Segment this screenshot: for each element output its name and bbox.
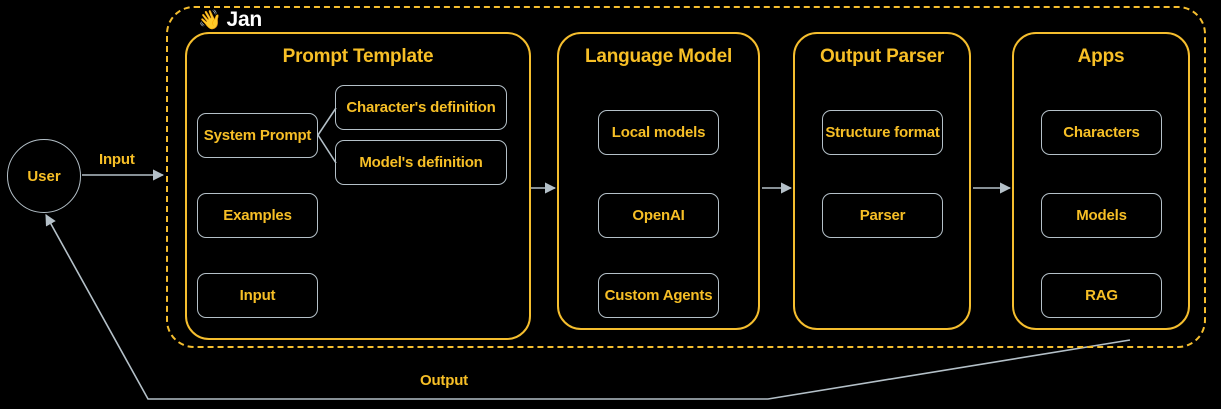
item-rag-label: RAG: [1085, 287, 1118, 304]
item-examples-label: Examples: [223, 207, 292, 224]
item-parser[interactable]: Parser: [822, 193, 943, 238]
item-openai-label: OpenAI: [632, 207, 685, 224]
stage-prompt-template-title: Prompt Template: [282, 46, 434, 67]
item-system-prompt-label: System Prompt: [203, 127, 312, 144]
item-models[interactable]: Models: [1041, 193, 1162, 238]
item-custom-agents[interactable]: Custom Agents: [598, 273, 719, 318]
user-node-label: User: [27, 167, 61, 185]
item-models-definition-label: Model's definition: [359, 154, 483, 171]
jan-title-label: Jan: [226, 8, 263, 31]
item-parser-label: Parser: [859, 207, 906, 224]
jan-container: [166, 6, 1206, 348]
input-edge-label: Input: [99, 151, 135, 168]
item-local-models-label: Local models: [611, 124, 706, 141]
jan-title: 👋 Jan: [198, 7, 262, 33]
item-local-models[interactable]: Local models: [598, 110, 719, 155]
item-structure-format-label: Structure format: [825, 124, 940, 141]
item-models-definition[interactable]: Model's definition: [335, 140, 507, 185]
item-system-prompt[interactable]: System Prompt: [197, 113, 318, 158]
item-models-label: Models: [1076, 207, 1127, 224]
stage-output-parser[interactable]: Output Parser: [793, 32, 971, 330]
item-openai[interactable]: OpenAI: [598, 193, 719, 238]
item-structure-format[interactable]: Structure format: [822, 110, 943, 155]
item-characters-definition[interactable]: Character's definition: [335, 85, 507, 130]
stage-language-model-title: Language Model: [584, 46, 733, 67]
output-edge-label: Output: [420, 372, 468, 389]
item-characters[interactable]: Characters: [1041, 110, 1162, 155]
item-characters-definition-label: Character's definition: [346, 99, 496, 116]
item-input-label: Input: [239, 287, 276, 304]
stage-prompt-template[interactable]: Prompt Template: [185, 32, 531, 340]
stage-apps-title: Apps: [1077, 46, 1125, 67]
user-node[interactable]: User: [7, 139, 81, 213]
item-rag[interactable]: RAG: [1041, 273, 1162, 318]
item-custom-agents-label: Custom Agents: [604, 287, 713, 304]
item-characters-label: Characters: [1063, 124, 1140, 141]
waving-hand-icon: 👋: [198, 9, 222, 31]
stage-apps[interactable]: Apps: [1012, 32, 1190, 330]
item-examples[interactable]: Examples: [197, 193, 318, 238]
item-input[interactable]: Input: [197, 273, 318, 318]
stage-language-model[interactable]: Language Model: [557, 32, 760, 330]
stage-output-parser-title: Output Parser: [819, 46, 945, 67]
